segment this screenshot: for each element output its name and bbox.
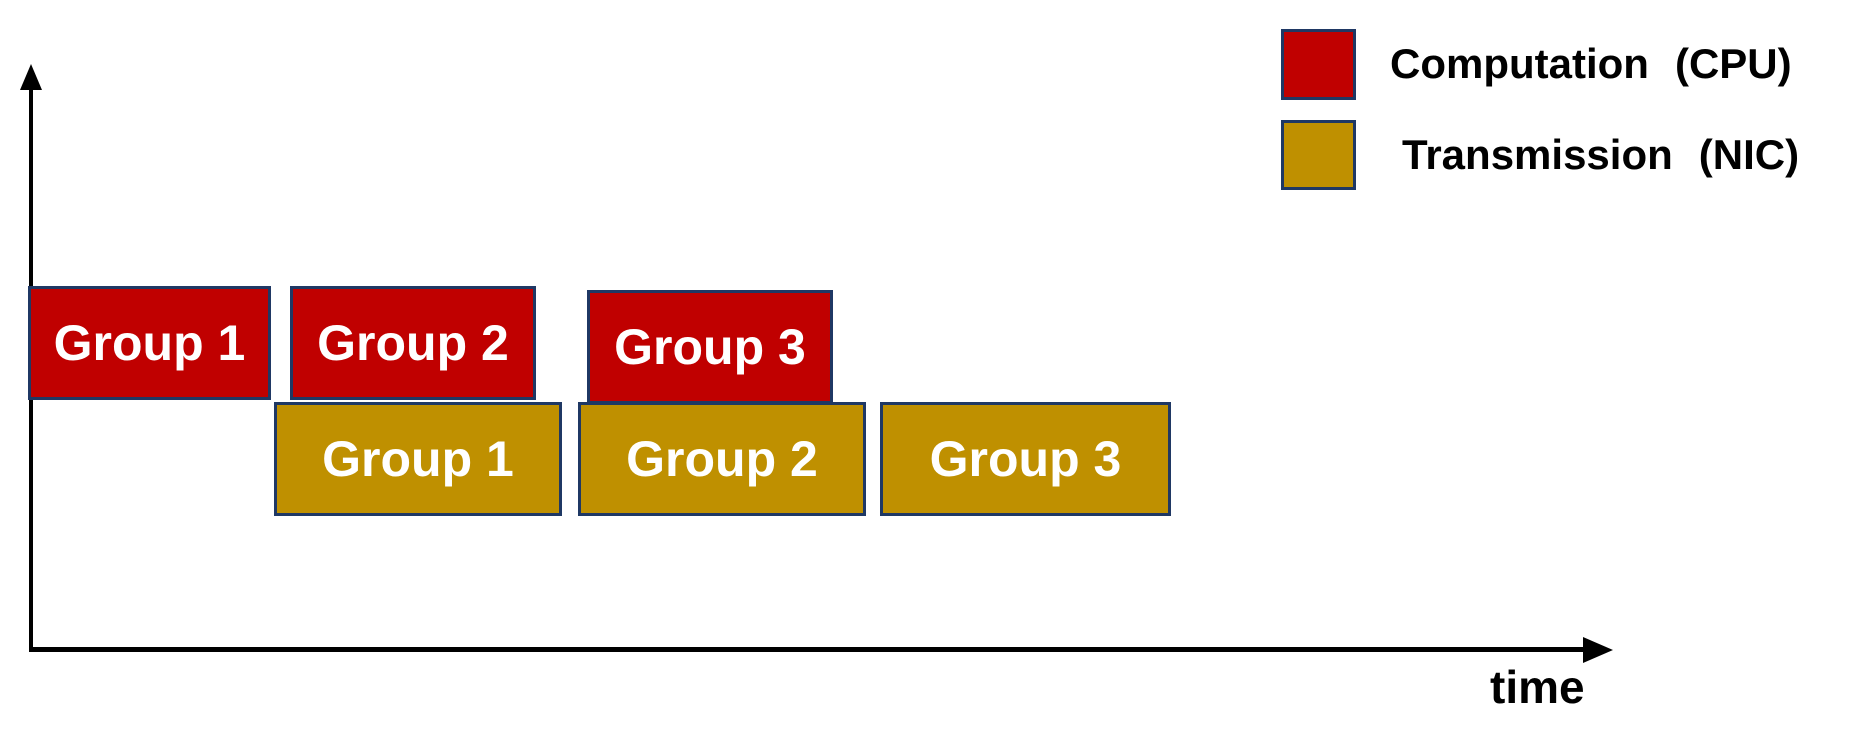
transmission-box-group-1: Group 1 [274, 402, 562, 516]
transmission-box-label: Group 2 [626, 431, 818, 487]
computation-box-group-3: Group 3 [587, 290, 833, 404]
legend-qualifier-text: (NIC) [1698, 131, 1800, 178]
legend-label-text: Transmission [1402, 131, 1673, 178]
computation-legend-label: Computation (CPU) [1390, 43, 1792, 85]
transmission-box-label: Group 3 [929, 431, 1122, 487]
computation-box-group-2: Group 2 [290, 286, 536, 400]
transmission-box-group-2: Group 2 [578, 402, 866, 516]
x-axis-line [29, 647, 1584, 652]
legend-qualifier-text: (CPU) [1674, 40, 1792, 87]
transmission-box-group-3: Group 3 [880, 402, 1171, 516]
computation-legend-swatch-icon [1281, 29, 1356, 100]
computation-box-label: Group 1 [53, 315, 246, 371]
computation-box-group-1: Group 1 [28, 286, 271, 400]
legend-label-text: Computation [1390, 40, 1649, 87]
computation-box-label: Group 2 [317, 315, 509, 371]
computation-box-label: Group 3 [614, 319, 806, 375]
y-axis-arrowhead-icon [20, 64, 42, 90]
transmission-legend-label: Transmission (NIC) [1402, 134, 1799, 176]
transmission-legend-swatch-icon [1281, 120, 1356, 190]
transmission-box-label: Group 1 [322, 431, 514, 487]
x-axis-label: time [1490, 661, 1585, 713]
x-axis-arrowhead-icon [1583, 637, 1613, 663]
